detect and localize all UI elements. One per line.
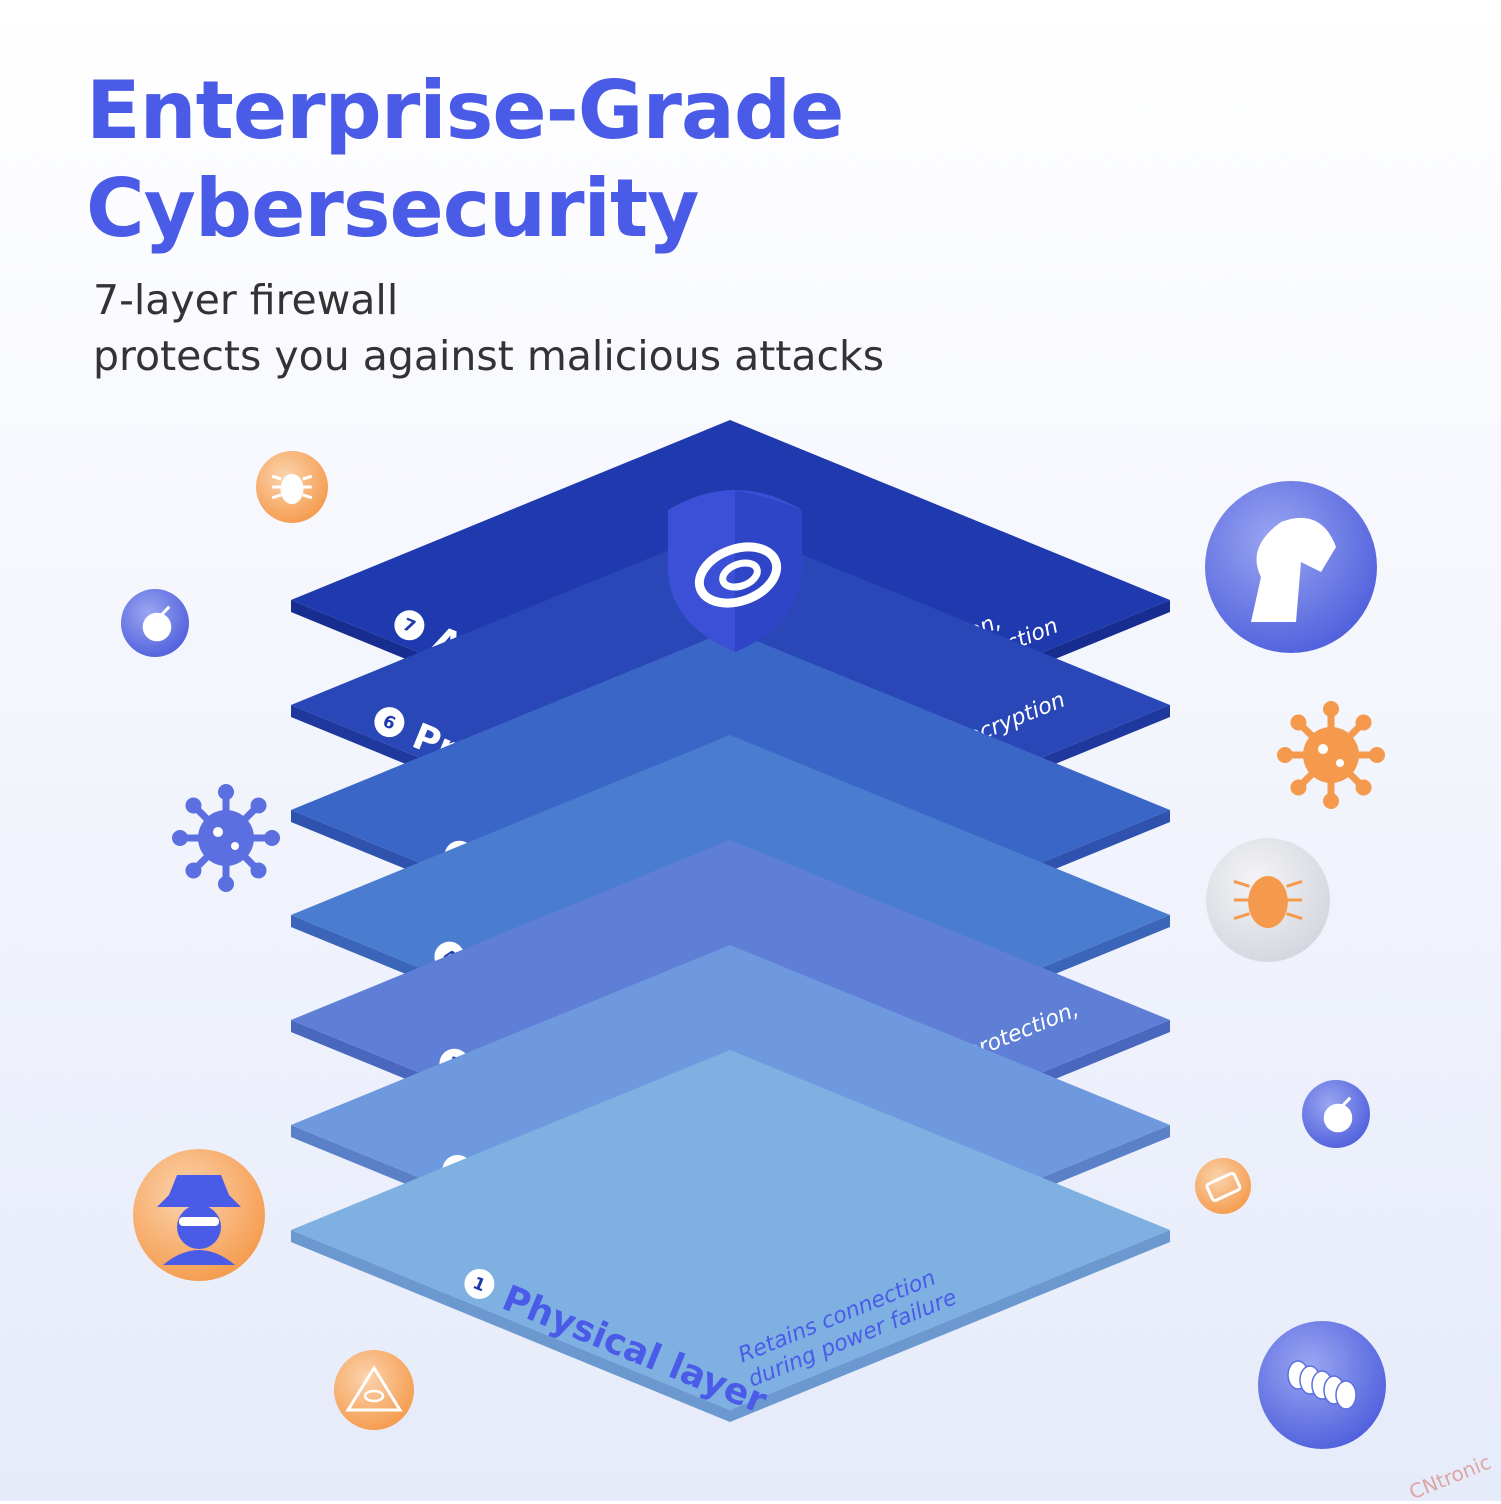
subtitle-line-1: 7-layer firewall bbox=[93, 276, 399, 324]
layer-number-badge bbox=[394, 610, 425, 641]
layer-top-face bbox=[291, 1050, 1170, 1410]
virus-icon bbox=[172, 784, 280, 892]
title-line-1: Enterprise-Grade bbox=[86, 64, 844, 157]
layer-side-right bbox=[730, 1230, 1170, 1422]
bomb-icon bbox=[121, 589, 189, 657]
page-subtitle: 7-layer firewall protects you against mal… bbox=[93, 272, 884, 384]
layer-side-left bbox=[291, 1230, 730, 1422]
virus-icon bbox=[1277, 701, 1385, 809]
trojan-horse-icon bbox=[1205, 481, 1377, 653]
title-line-2: Cybersecurity bbox=[86, 162, 699, 255]
keyboard-icon bbox=[1195, 1158, 1251, 1214]
layer-number-badge bbox=[374, 707, 405, 738]
shield-logo-icon bbox=[668, 490, 802, 652]
layer-number-badge bbox=[464, 1268, 495, 1299]
bomb-icon bbox=[1302, 1080, 1370, 1148]
bug-icon bbox=[256, 451, 328, 523]
hacker-icon bbox=[133, 1149, 265, 1281]
eye-triangle-icon bbox=[334, 1350, 414, 1430]
worm-icon bbox=[1258, 1321, 1386, 1449]
subtitle-line-2: protects you against malicious attacks bbox=[93, 332, 885, 380]
ladybug-icon bbox=[1206, 838, 1330, 962]
